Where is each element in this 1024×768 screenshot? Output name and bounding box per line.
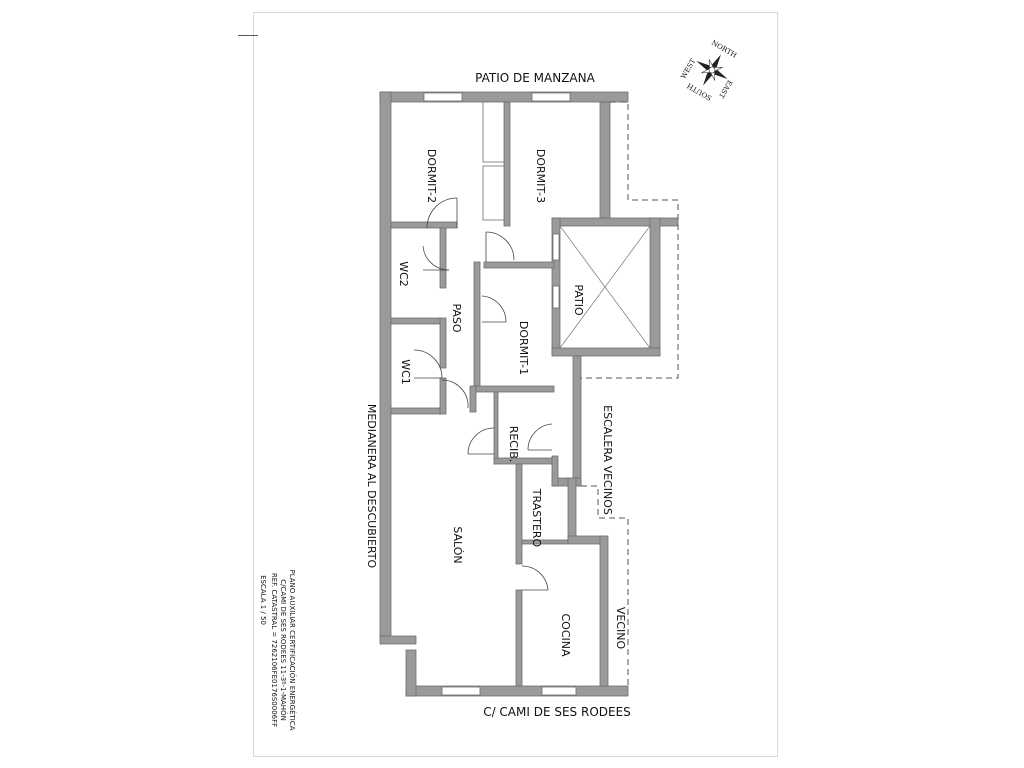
title-line-2: C/CAMI DE SES RODEES 11-3º-1-MAHÓN xyxy=(279,579,288,721)
title-line-3: REF. CATASTRAL = 7262106FE0176S0006FF xyxy=(270,573,278,727)
room-cocina: COCINA xyxy=(559,613,572,656)
compass-south: SOUTH xyxy=(686,81,714,102)
windows xyxy=(423,92,577,696)
compass-west: WEST xyxy=(679,57,697,80)
room-recib: RECIB. xyxy=(507,426,520,463)
label-vecino: VECINO xyxy=(614,607,627,650)
room-dormit-3: DORMIT-3 xyxy=(534,149,547,203)
label-street: C/ CAMI DE SES RODEES xyxy=(483,705,631,719)
room-wc1: WC1 xyxy=(399,359,412,385)
label-patio-manzana: PATIO DE MANZANA xyxy=(475,71,595,85)
doors xyxy=(413,197,553,591)
title-line-4: ESCALA 1 / 50 xyxy=(259,575,267,625)
title-line-1: PLANO AUXILIAR CERTIFICACIÓN ENERGÉTICA xyxy=(288,569,297,730)
room-paso: PASO xyxy=(450,303,463,332)
crop-mark xyxy=(238,35,258,36)
drawing-sheet xyxy=(253,12,778,757)
label-medianera: MEDIANERA AL DESCUBIERTO xyxy=(365,404,378,569)
room-salon: SALÓN xyxy=(451,526,464,563)
title-block: PLANO AUXILIAR CERTIFICACIÓN ENERGÉTICA … xyxy=(259,569,297,730)
room-dormit-1: DORMIT-1 xyxy=(517,321,530,375)
room-wc2: WC2 xyxy=(397,261,410,287)
patio-void xyxy=(559,225,651,349)
label-escalera: ESCALERA VECINOS xyxy=(601,405,614,515)
room-trastero: TRASTERO xyxy=(530,488,543,548)
compass-north: NORTH xyxy=(710,39,738,60)
dashed-outlines xyxy=(580,101,679,686)
walls xyxy=(379,91,679,697)
compass-east: EAST xyxy=(717,79,734,100)
compass-rose-icon: NORTH SOUTH EAST WEST xyxy=(679,39,738,102)
room-dormit-2: DORMIT-2 xyxy=(425,149,438,203)
room-patio: PATIO xyxy=(572,284,585,316)
